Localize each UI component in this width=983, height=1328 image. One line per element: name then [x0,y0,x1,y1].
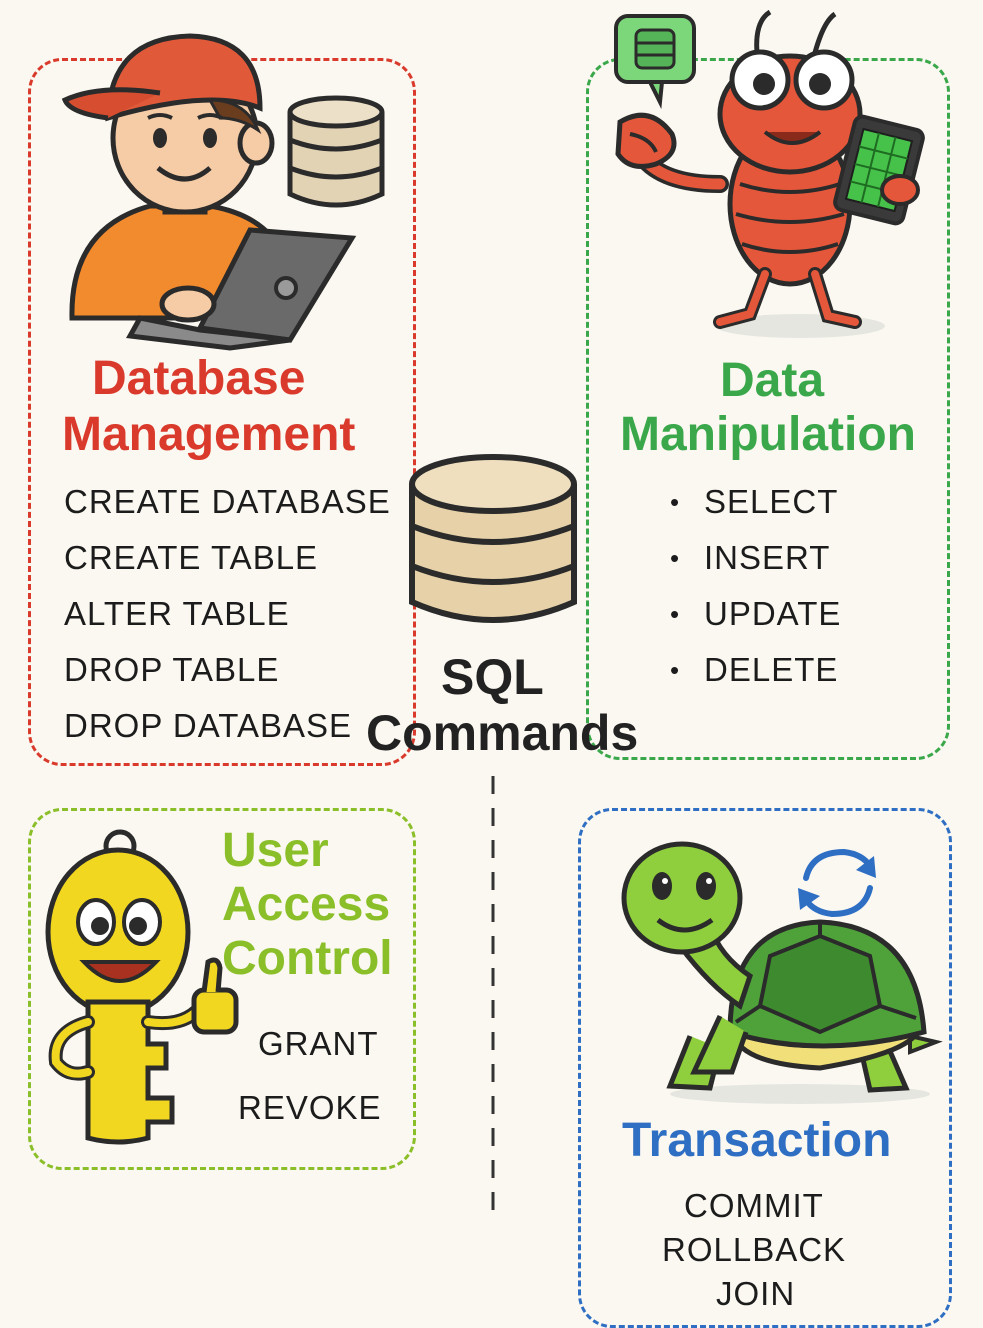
data-manipulation-title: Manipulation [620,408,916,461]
user-access-control-box [28,808,416,1170]
center-title: Commands [366,705,639,761]
command-item: DROP DATABASE [64,707,353,744]
database-management-title: Database [92,352,306,405]
command-item: SELECT [670,482,838,522]
command-item: ROLLBACK [662,1231,847,1268]
command-item: INSERT [670,538,830,578]
command-item: DROP TABLE [64,651,280,688]
command-item: GRANT [258,1025,379,1062]
lobster-icon [614,9,925,338]
command-item: REVOKE [238,1089,382,1126]
user-access-control-title: User [222,824,329,877]
boy-icon [61,33,357,351]
command-item: ALTER TABLE [64,595,290,632]
command-item: UPDATE [670,594,841,634]
database-icon [287,95,385,208]
turtle-icon [621,841,943,1104]
key-icon [45,829,239,1145]
database-icon [409,454,577,623]
divider-line [491,776,495,1224]
user-access-control-title: Control [222,932,393,985]
command-item: CREATE DATABASE [64,483,391,520]
user-access-control-title: Access [222,878,391,931]
refresh-icon [798,848,876,918]
command-item: COMMIT [684,1187,824,1224]
database-management-title: Management [62,408,356,461]
command-item: JOIN [716,1275,796,1312]
transaction-title: Transaction [622,1114,892,1167]
data-manipulation-title: Data [720,354,825,407]
laptop-icon [126,227,357,351]
center-title: SQL [441,649,544,705]
command-item: CREATE TABLE [64,539,319,576]
command-item: DELETE [670,650,838,690]
